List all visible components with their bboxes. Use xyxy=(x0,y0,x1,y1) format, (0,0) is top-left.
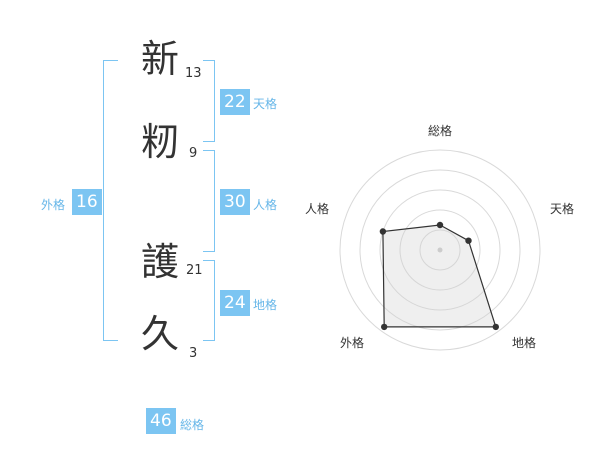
gaikaku-value: 16 xyxy=(72,189,102,215)
chikaku-label: 地格 xyxy=(253,298,278,312)
radar-rings xyxy=(339,149,541,351)
radar-ring-1 xyxy=(419,229,461,271)
radar-point-3 xyxy=(381,323,388,331)
radar-data-polygon xyxy=(382,224,497,328)
gaikaku-bracket xyxy=(103,60,118,341)
tenkaku-label: 天格 xyxy=(253,97,278,111)
radar-axis-label-jinkaku: 人格 xyxy=(305,201,329,216)
radar-ring-2 xyxy=(399,209,481,291)
radar-ring-5 xyxy=(339,149,541,351)
stroke-count-4: 3 xyxy=(189,346,198,361)
gaikaku-label: 外格 xyxy=(41,198,66,212)
stroke-count-1: 13 xyxy=(185,66,202,81)
radar-point-1 xyxy=(465,237,472,244)
radar-ring-3 xyxy=(379,189,501,311)
radar-axis-label-gaikaku: 外格 xyxy=(340,335,364,350)
tenkaku-value: 22 xyxy=(220,89,250,115)
chikaku-value: 24 xyxy=(220,290,250,316)
jinkaku-bracket xyxy=(203,150,215,252)
radar-center-dot xyxy=(437,247,443,253)
tenkaku-bracket xyxy=(203,60,215,142)
jinkaku-value: 30 xyxy=(220,189,250,215)
jinkaku-label: 人格 xyxy=(253,198,278,212)
radar-axis-label-chikaku: 地格 xyxy=(512,335,536,350)
radar-axis-label-tenkaku: 天格 xyxy=(550,201,574,216)
stroke-count-3: 21 xyxy=(186,263,203,278)
radar-point-0 xyxy=(436,221,444,229)
stroke-count-2: 9 xyxy=(189,146,198,161)
name-char-4: 久 xyxy=(141,312,180,356)
radar-points xyxy=(379,221,499,331)
name-char-3: 護 xyxy=(141,240,180,284)
radar-point-4 xyxy=(379,228,387,235)
chikaku-bracket xyxy=(203,260,215,341)
radar-point-2 xyxy=(492,323,499,331)
name-char-1: 新 xyxy=(141,37,180,81)
name-char-2: 籾 xyxy=(141,120,180,164)
radar-ring-4 xyxy=(359,169,521,331)
soukaku-label: 総格 xyxy=(180,418,205,432)
soukaku-value: 46 xyxy=(146,408,176,434)
radar-axis-label-soukaku: 総格 xyxy=(428,123,452,138)
